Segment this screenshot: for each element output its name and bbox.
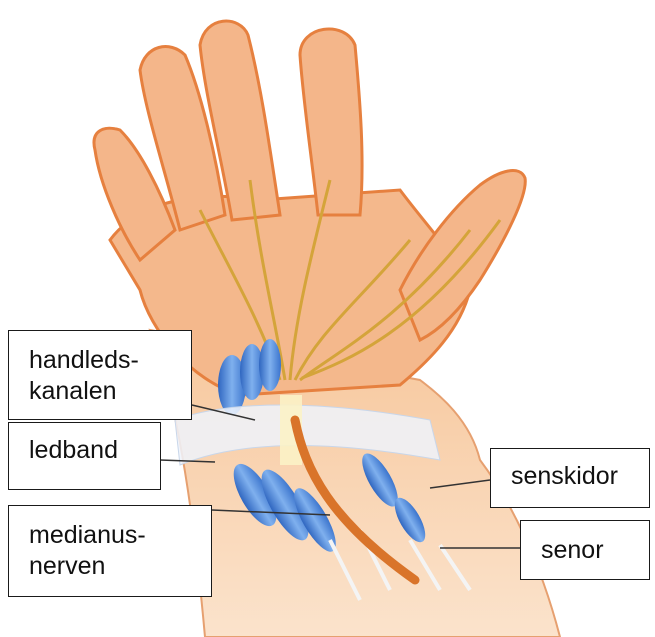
label-ligament: ledband — [8, 422, 161, 490]
label-median-nerve: medianus- nerven — [8, 505, 212, 597]
label-tendons: senor — [520, 520, 650, 580]
label-ligament-text: ledband — [29, 435, 160, 466]
label-median-nerve-line2: nerven — [29, 551, 211, 582]
label-tendon-sheaths-text: senskidor — [511, 461, 649, 492]
label-carpal-tunnel: handleds- kanalen — [8, 330, 192, 420]
label-tendons-text: senor — [541, 535, 649, 566]
index-finger — [300, 29, 362, 215]
label-carpal-tunnel-line1: handleds- — [29, 345, 191, 376]
label-carpal-tunnel-line2: kanalen — [29, 376, 191, 407]
label-tendon-sheaths: senskidor — [490, 448, 650, 508]
label-median-nerve-line1: medianus- — [29, 520, 211, 551]
thumb — [400, 171, 525, 340]
